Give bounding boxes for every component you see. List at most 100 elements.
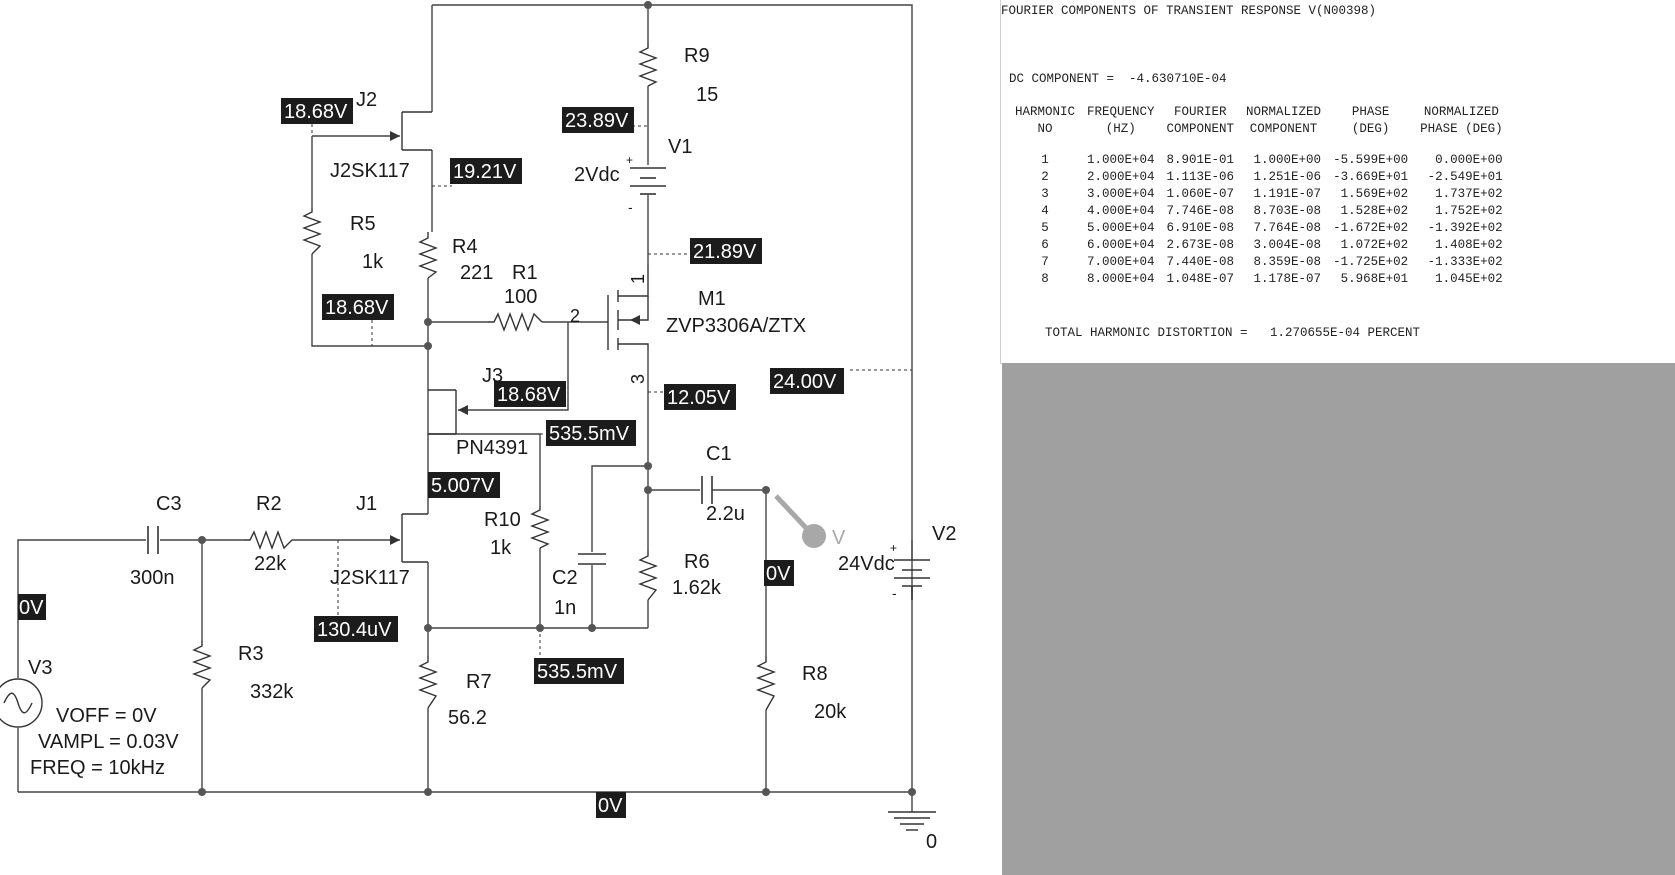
- fourier-cell: 3.004E-08: [1253, 238, 1322, 252]
- m1-pin3: 3: [628, 374, 648, 384]
- supply-rail-wire: [432, 4, 913, 792]
- svg-text:5.007V: 5.007V: [431, 475, 495, 497]
- vlabel-output: 0V: [764, 560, 794, 586]
- r8-symbol: [756, 656, 776, 711]
- c2-top-wire: [591, 465, 648, 552]
- r9-ref: R9: [684, 45, 710, 67]
- svg-text:130.4uV: 130.4uV: [317, 619, 392, 641]
- fourier-cell: -2.549E+01: [1427, 170, 1503, 184]
- fourier-cell: 7.746E-08: [1166, 204, 1235, 218]
- fourier-cell: 1.191E-07: [1253, 187, 1322, 201]
- m1-symbol: [607, 265, 649, 350]
- r9-symbol: [638, 42, 658, 87]
- vlabel-j3-source: 535.5mV: [546, 420, 636, 446]
- fourier-cell: -5.599E+00: [1333, 153, 1409, 167]
- fourier-cell: 1.178E-07: [1253, 272, 1322, 286]
- fourier-cell: 1.045E+02: [1435, 272, 1503, 286]
- svg-text:535.5mV: 535.5mV: [549, 423, 630, 445]
- fourier-cell: 7.440E-08: [1166, 255, 1235, 269]
- r5-symbol: [302, 208, 322, 255]
- voltage-probe-stem[interactable]: [774, 494, 810, 532]
- v2-value: 24Vdc: [838, 553, 895, 575]
- fourier-cell: 1.528E+02: [1340, 204, 1409, 218]
- component-labels: R9 15 V1 2Vdc J2 J2SK117 R5 1k R4 221 R1…: [28, 45, 956, 853]
- fourier-cell: 8.901E-01: [1166, 153, 1235, 167]
- polarity-marks: + - + -: [626, 153, 897, 601]
- v3-vampl: VAMPL = 0.03V: [38, 731, 179, 753]
- v3-freq: FREQ = 10kHz: [30, 757, 165, 779]
- fourier-cell: 7.764E-08: [1253, 221, 1322, 235]
- ground-symbol: [888, 811, 936, 831]
- fourier-cell: 8.703E-08: [1253, 204, 1322, 218]
- ground-label: 0: [926, 831, 937, 853]
- fourier-cell: 1.000E+04: [1087, 153, 1155, 167]
- fourier-cell: 1.113E-06: [1166, 170, 1235, 184]
- r1-value: 100: [504, 286, 537, 308]
- r7-symbol: [418, 656, 438, 709]
- svg-text:18.68V: 18.68V: [325, 297, 389, 319]
- v1-value: 2Vdc: [574, 164, 620, 186]
- fourier-cell: 6.910E-08: [1166, 221, 1235, 235]
- resistor-symbols: [192, 42, 776, 711]
- fourier-cell: 3.000E+04: [1087, 187, 1155, 201]
- vlabel-j3-gate: 18.68V: [494, 381, 566, 407]
- r4-symbol: [418, 232, 438, 279]
- total-harmonic-distortion: TOTAL HARMONIC DISTORTION = 1.270655E-04…: [1045, 326, 1421, 340]
- fourier-cell: 5: [1041, 221, 1049, 235]
- capacitor-symbols: [147, 476, 713, 565]
- fourier-cell: 8.359E-08: [1253, 255, 1322, 269]
- svg-text:-: -: [892, 585, 897, 601]
- c3-ref: C3: [156, 493, 182, 515]
- r10-value: 1k: [490, 537, 512, 559]
- r1-ref: R1: [512, 262, 538, 284]
- v3-ref: V3: [28, 657, 52, 679]
- r6-symbol: [638, 550, 658, 601]
- fourier-cell: 8.000E+04: [1087, 272, 1155, 286]
- fourier-cell: 1.408E+02: [1435, 238, 1503, 252]
- voltage-labels: 18.68V 23.89V 19.21V 21.89V 18.68V 18.68…: [18, 98, 844, 818]
- svg-text:18.68V: 18.68V: [497, 384, 561, 406]
- schematic-canvas: + - + - V: [0, 1, 956, 853]
- fourier-cell: 1.737E+02: [1435, 187, 1503, 201]
- c2-value: 1n: [554, 597, 576, 619]
- fourier-cell: 4: [1041, 204, 1049, 218]
- vlabel-supply: 24.00V: [770, 368, 844, 394]
- svg-text:23.89V: 23.89V: [565, 110, 629, 132]
- fourier-cell: 5.000E+04: [1087, 221, 1155, 235]
- fourier-cell: 1.752E+02: [1435, 204, 1503, 218]
- vlabel-m1-source: 21.89V: [690, 238, 762, 264]
- fourier-cell: -1.392E+02: [1427, 221, 1503, 235]
- vlabel-j2-gate: 18.68V: [281, 98, 353, 124]
- r8-ref: R8: [802, 663, 828, 685]
- r2-ref: R2: [256, 493, 282, 515]
- j1-ref: J1: [356, 493, 377, 515]
- fourier-cell: 1.048E-07: [1166, 272, 1235, 286]
- v2-ref: V2: [932, 523, 956, 545]
- r10-ref: R10: [484, 509, 521, 531]
- fourier-cell: -1.725E+02: [1333, 255, 1409, 269]
- r7-value: 56.2: [448, 707, 487, 729]
- dc-source-symbols: [630, 167, 930, 600]
- voltage-probe-icon[interactable]: [802, 524, 826, 548]
- j2-model: J2SK117: [330, 160, 410, 182]
- svg-text:0V: 0V: [19, 597, 44, 619]
- r8-value: 20k: [814, 701, 847, 723]
- fourier-cell: 7.000E+04: [1087, 255, 1155, 269]
- c2-ref: C2: [552, 567, 578, 589]
- m1-ref: M1: [698, 288, 726, 310]
- r2-value: 22k: [254, 553, 287, 575]
- input-wire: [17, 539, 146, 678]
- vlabel-j1-drain: 5.007V: [428, 472, 500, 498]
- r2-symbol: [244, 530, 293, 550]
- vlabel-j1-source: 535.5mV: [534, 658, 624, 684]
- svg-text:18.68V: 18.68V: [284, 101, 348, 123]
- fourier-cell: -1.333E+02: [1427, 255, 1503, 269]
